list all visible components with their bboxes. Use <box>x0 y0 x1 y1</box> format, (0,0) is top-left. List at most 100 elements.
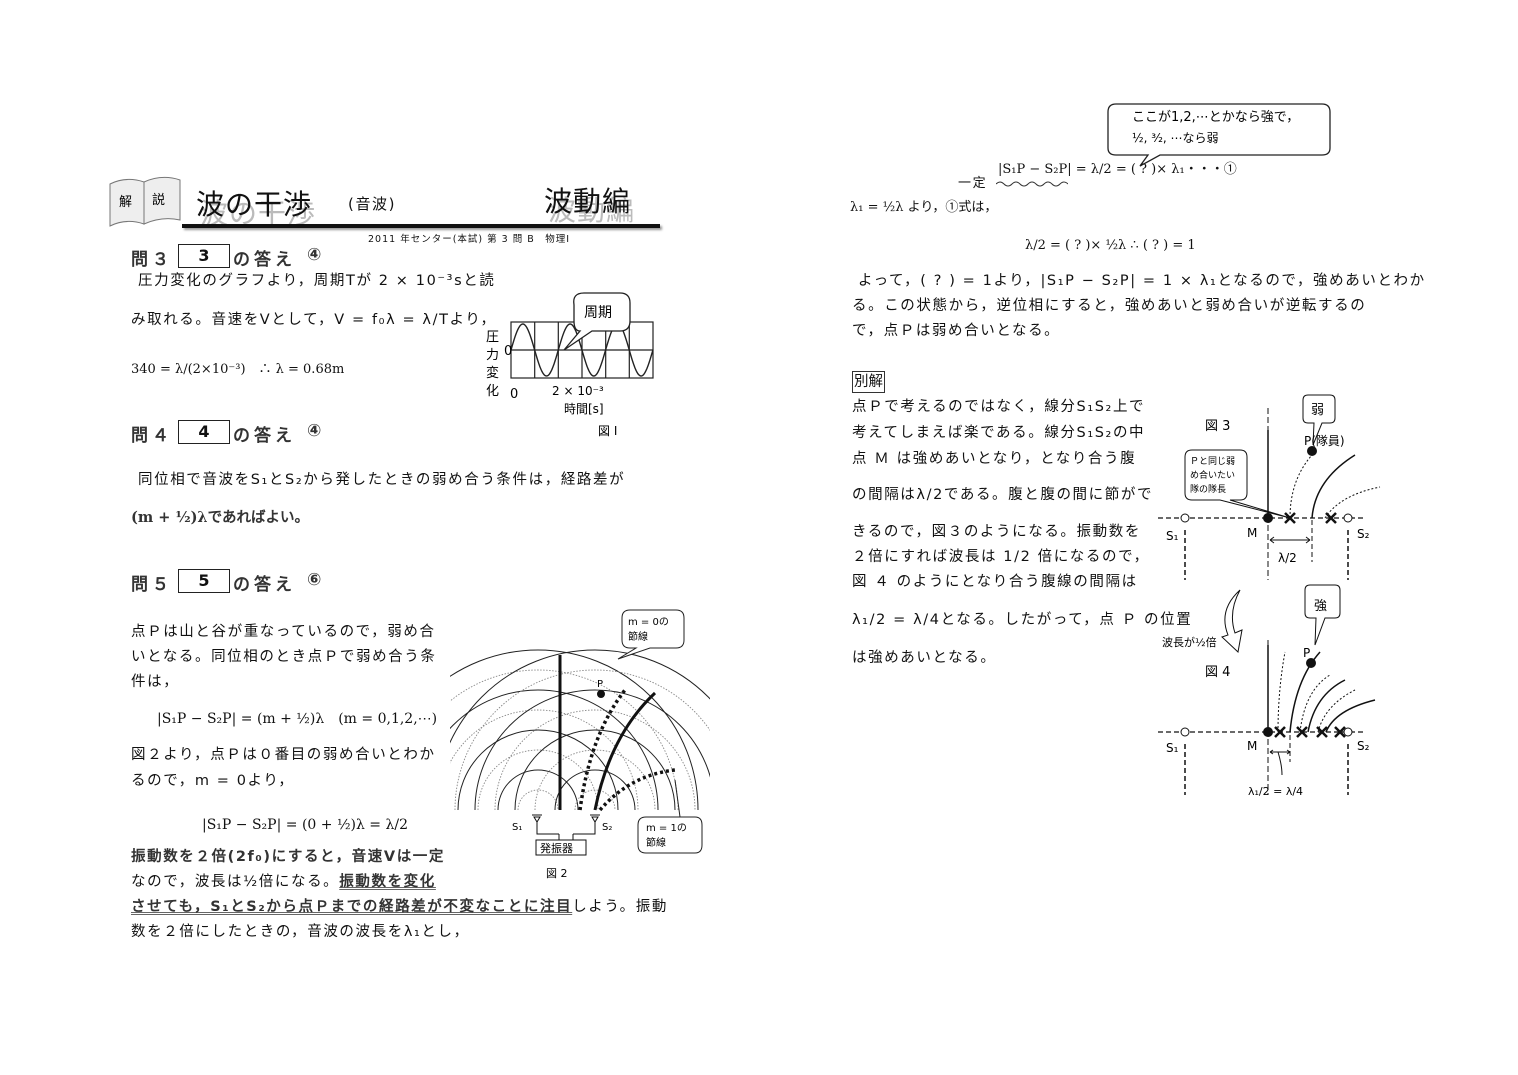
y-zero-label: 0 <box>504 344 512 359</box>
wavefront-arc <box>477 749 599 811</box>
hint-callout: ここが1,2,⋯とかなら強で， ½, ³⁄₂, ⋯なら弱 <box>1107 103 1331 167</box>
q3-suffix: の答え <box>233 250 296 270</box>
callout-m0 <box>617 609 685 660</box>
callout-m1-text: m = 1の <box>646 823 687 834</box>
wavefront-arc <box>494 709 696 811</box>
s1-label: S₁ <box>1166 741 1179 755</box>
alternative-solution-label: 別解 <box>852 371 885 393</box>
figure-2-interference: P m = 0の 節線 m = 1の 節線 S₁ S₂ 発振器 図 2 <box>450 609 710 880</box>
right-para-line: で，点Ｐは弱め合いとなる。 <box>852 323 1061 339</box>
callout-m1 <box>637 779 703 854</box>
lambda1-relation: λ₁ = ½λ より，①式は， <box>850 200 998 215</box>
q5-text: しよう。振動 <box>572 899 668 915</box>
wavefront-arc <box>534 749 656 811</box>
constant-label: 一定 <box>958 176 988 191</box>
alt-line: 点Ｐで考えるのではなく，線分S₁S₂上で <box>852 399 1146 415</box>
q5-line: いとなる。同位相のとき点Ｐで弱め合う条 <box>131 649 437 665</box>
figure-1-pressure-graph: 周期 圧 力 変 化 0 0 2 × 10⁻³ 時間[s] 図 Ⅰ <box>486 292 654 438</box>
q5-line: なので，波長は½倍になる。振動数を変化 <box>131 872 436 892</box>
source-note: 2011 年センター(本試) 第 3 問 B 物理Ⅰ <box>368 234 571 245</box>
q3-box: 3 <box>178 244 230 268</box>
leader-callout-text: 隊の隊長 <box>1190 483 1226 495</box>
q5-underlined-text: 振動数を変化 <box>339 874 436 890</box>
p-member-label: P(隊員) <box>1304 433 1345 448</box>
q5-line: 数を２倍にしたときの，音波の波長をλ₁とし， <box>131 924 470 940</box>
q5-equation: |S₁P − S₂P| = (0 + ½)λ = λ/2 <box>202 817 408 833</box>
y-label-char: 変 <box>486 365 499 381</box>
x-axis-label: 時間[s] <box>564 402 604 416</box>
pressure-wave <box>510 323 654 377</box>
figures-3-4: 図 3 弱 P(隊員) Ｐと同じ弱 め合いたい 隊の隊長 S₁ S₂ M λ/2… <box>1158 394 1381 798</box>
q5-equation: |S₁P − S₂P| = (m + ½)λ (m = 0,1,2,⋯) <box>157 711 438 727</box>
q4-answer: ④ <box>307 421 326 441</box>
leader-callout-text: め合いたい <box>1190 469 1235 481</box>
wavefront-arc <box>450 709 639 811</box>
antinode-line <box>593 691 657 811</box>
figure-4-caption: 図 4 <box>1205 665 1230 680</box>
nodal-line-m1 <box>598 768 676 812</box>
x-tick-label: 2 × 10⁻³ <box>552 384 604 398</box>
alt-line: λ₁/2 = λ/4となる。したがって，点 Ｐ の位置 <box>852 612 1193 628</box>
q5-box: 5 <box>178 569 230 593</box>
wavefront-arc <box>517 789 559 811</box>
wavefront-arc <box>457 729 619 811</box>
hint-callout-text: ½, ³⁄₂, ⋯なら弱 <box>1132 131 1219 145</box>
s2-label: S₂ <box>1357 739 1370 753</box>
period-callout <box>563 292 631 351</box>
q3-line: 圧力変化のグラフより，周期Tが 2 × 10⁻³sと読 <box>138 273 496 289</box>
equation-2: λ/2 = ( ? )× ½λ ∴ ( ? ) = 1 <box>1025 238 1196 253</box>
spacing-label: λ₁/2 = λ/4 <box>1248 785 1303 798</box>
wavy-underline <box>996 181 1068 187</box>
q5-line: るので，m = 0より， <box>131 773 295 789</box>
figure-2-caption: 図 2 <box>546 867 568 880</box>
wavefront-arc <box>450 689 659 811</box>
q5-line: 図２より，点Ｐは０番目の弱め合いとわか <box>131 747 436 763</box>
q3-equation: 340 = λ/(2×10⁻³) ∴ λ = 0.68m <box>131 362 345 377</box>
p-label: P <box>1303 646 1310 660</box>
q5-answer: ⑥ <box>307 570 326 590</box>
alt-line: きるので，図３のようになる。振動数を <box>852 524 1141 540</box>
wavefront-arc <box>454 669 710 811</box>
right-para-line: る。この状態から，逆位相にすると，強めあいと弱め合いが逆転するの <box>852 298 1367 314</box>
figure-1-caption: 図 Ⅰ <box>598 424 617 438</box>
q5-suffix: の答え <box>233 575 296 595</box>
section-title: 波動編 <box>544 185 632 218</box>
book-left-text: 解 <box>119 195 132 210</box>
hint-callout-text: ここが1,2,⋯とかなら強で， <box>1132 110 1299 125</box>
q5-line: 振動数を２倍(2f₀)にすると，音速Vは一定 <box>131 849 445 865</box>
s1-label: S₁ <box>1166 529 1179 543</box>
wavefront-arc <box>474 689 710 811</box>
wavefront-arc <box>514 729 676 811</box>
m-label: M <box>1247 739 1257 753</box>
q5-underlined-text: させても，S₁とS₂から点Ｐまでの経路差が不変なことに注目 <box>131 899 573 915</box>
x-zero-label: 0 <box>510 387 518 402</box>
callout-m0-text: 節線 <box>628 630 648 643</box>
spacing-label: λ/2 <box>1278 551 1297 565</box>
alt-line: 図 ４ のようにとなり合う腹線の間隔は <box>852 574 1138 590</box>
q3-answer: ④ <box>307 245 326 265</box>
alt-line: ２倍にすれば波長は 1/2 倍になるので， <box>852 549 1150 565</box>
leader-callout-text: Ｐと同じ弱 <box>1190 456 1235 467</box>
oscillator-label: 発振器 <box>540 841 573 855</box>
alt-line: は強めあいとなる。 <box>852 650 997 666</box>
y-label-char: 圧 <box>486 330 499 345</box>
period-callout-text: 周期 <box>584 305 612 321</box>
point-p <box>597 690 605 698</box>
alt-line: 考えてしまえば楽である。線分S₁S₂の中 <box>852 425 1146 441</box>
page-subtitle: (音波) <box>348 195 397 213</box>
weak-callout-text: 弱 <box>1311 403 1324 418</box>
wavefront-arc <box>450 669 679 811</box>
q5-line: させても，S₁とS₂から点Ｐまでの経路差が不変なことに注目しよう。振動 <box>131 897 668 917</box>
q3-line: み取れる。音速をVとして，V = f₀λ = λ/Tより， <box>131 312 497 328</box>
wavefront-arc <box>450 649 699 811</box>
point-p-label: P <box>597 679 603 690</box>
book-icon: 解 説 <box>109 176 181 227</box>
y-label-char: 力 <box>486 348 499 363</box>
nodal-line-m0 <box>578 688 627 811</box>
q5-line: 点Ｐは山と谷が重なっているので，弱め合 <box>131 624 436 640</box>
book-right-text: 説 <box>152 192 165 208</box>
page-title: 波の干渉 <box>196 188 313 221</box>
q4-suffix: の答え <box>233 426 296 446</box>
q4-line: (m + ½)λであればよい。 <box>131 509 309 526</box>
s1-label: S₁ <box>512 822 522 833</box>
